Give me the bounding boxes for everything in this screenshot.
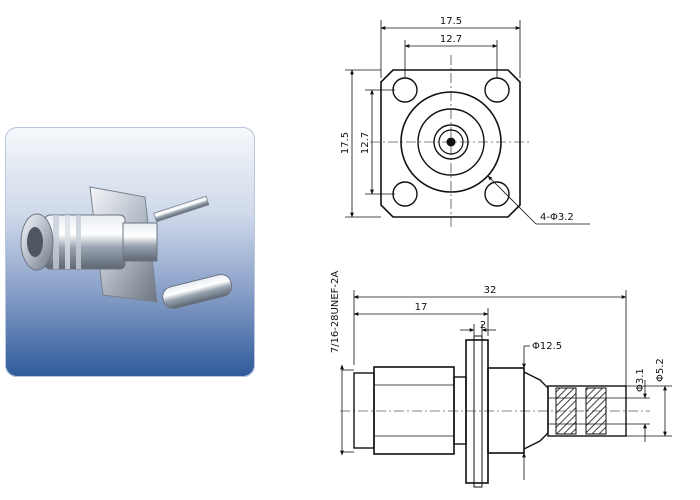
thread-section bbox=[353, 372, 375, 449]
label-flange-thickness: 2 bbox=[480, 320, 486, 331]
label-crimp-small: Φ3.1 bbox=[635, 368, 646, 392]
label-width-outer: 17.5 bbox=[440, 16, 462, 27]
product-photo-panel bbox=[5, 127, 255, 377]
connector-illustration bbox=[20, 186, 233, 310]
label-height-outer: 17.5 bbox=[340, 132, 351, 154]
hole-leader bbox=[487, 175, 537, 225]
side-view bbox=[340, 290, 672, 488]
front-view bbox=[345, 20, 590, 230]
photo-rear-sleeve bbox=[122, 222, 158, 262]
rear-body bbox=[487, 367, 525, 454]
label-height-inner: 12.7 bbox=[360, 132, 371, 154]
front-flange-outline bbox=[380, 69, 521, 218]
mounting-hole bbox=[392, 77, 418, 103]
mounting-hole bbox=[484, 77, 510, 103]
label-width-inner: 12.7 bbox=[440, 34, 462, 45]
label-crimp-large: Φ5.2 bbox=[655, 358, 666, 382]
label-total-length: 32 bbox=[484, 285, 497, 296]
label-hole-callout: 4-Φ3.2 bbox=[540, 212, 574, 223]
mounting-hole bbox=[484, 181, 510, 207]
side-flange bbox=[465, 339, 489, 484]
mounting-hole bbox=[392, 181, 418, 207]
photo-pin bbox=[153, 195, 210, 223]
label-body-length: 17 bbox=[415, 302, 428, 313]
label-thread-spec: 7/16-28UNEF-2A bbox=[330, 271, 341, 354]
photo-ferrule bbox=[162, 273, 233, 310]
label-flange-diameter: Φ12.5 bbox=[532, 341, 562, 352]
